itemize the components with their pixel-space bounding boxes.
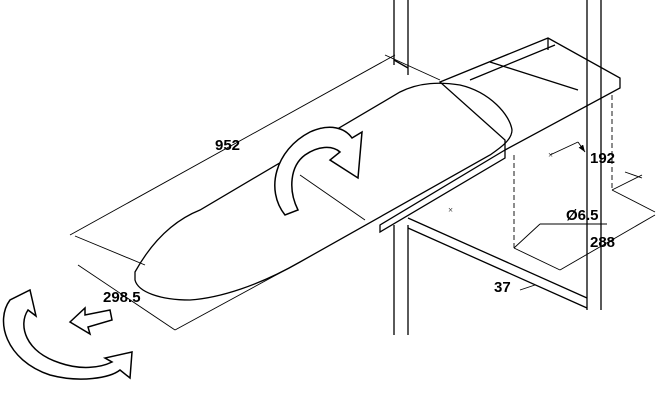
slide-rail [379, 37, 621, 234]
ironing-board [134, 82, 513, 301]
dimension-width: 298.5 [77, 261, 301, 331]
cabinet-frame [393, 0, 602, 335]
dim-edge-offset-label: 37 [494, 279, 511, 296]
hole-mark-icon: × [548, 150, 553, 160]
hole-mark-icon: × [448, 205, 453, 215]
mounting-dimensions: 192 Ø6.5 288 37 × × [448, 95, 656, 296]
dim-width-label: 298.5 [103, 289, 141, 306]
fold-arrow-icon [274, 126, 363, 216]
dim-length-label: 952 [215, 137, 240, 154]
dim-hole-diameter-label: Ø6.5 [566, 207, 599, 224]
swivel-arrows-icon [2, 288, 133, 380]
dim-rail-offset-label: 192 [590, 150, 615, 167]
dimension-length: 952 [69, 54, 441, 266]
dim-hole-spacing-label: 288 [590, 234, 615, 251]
